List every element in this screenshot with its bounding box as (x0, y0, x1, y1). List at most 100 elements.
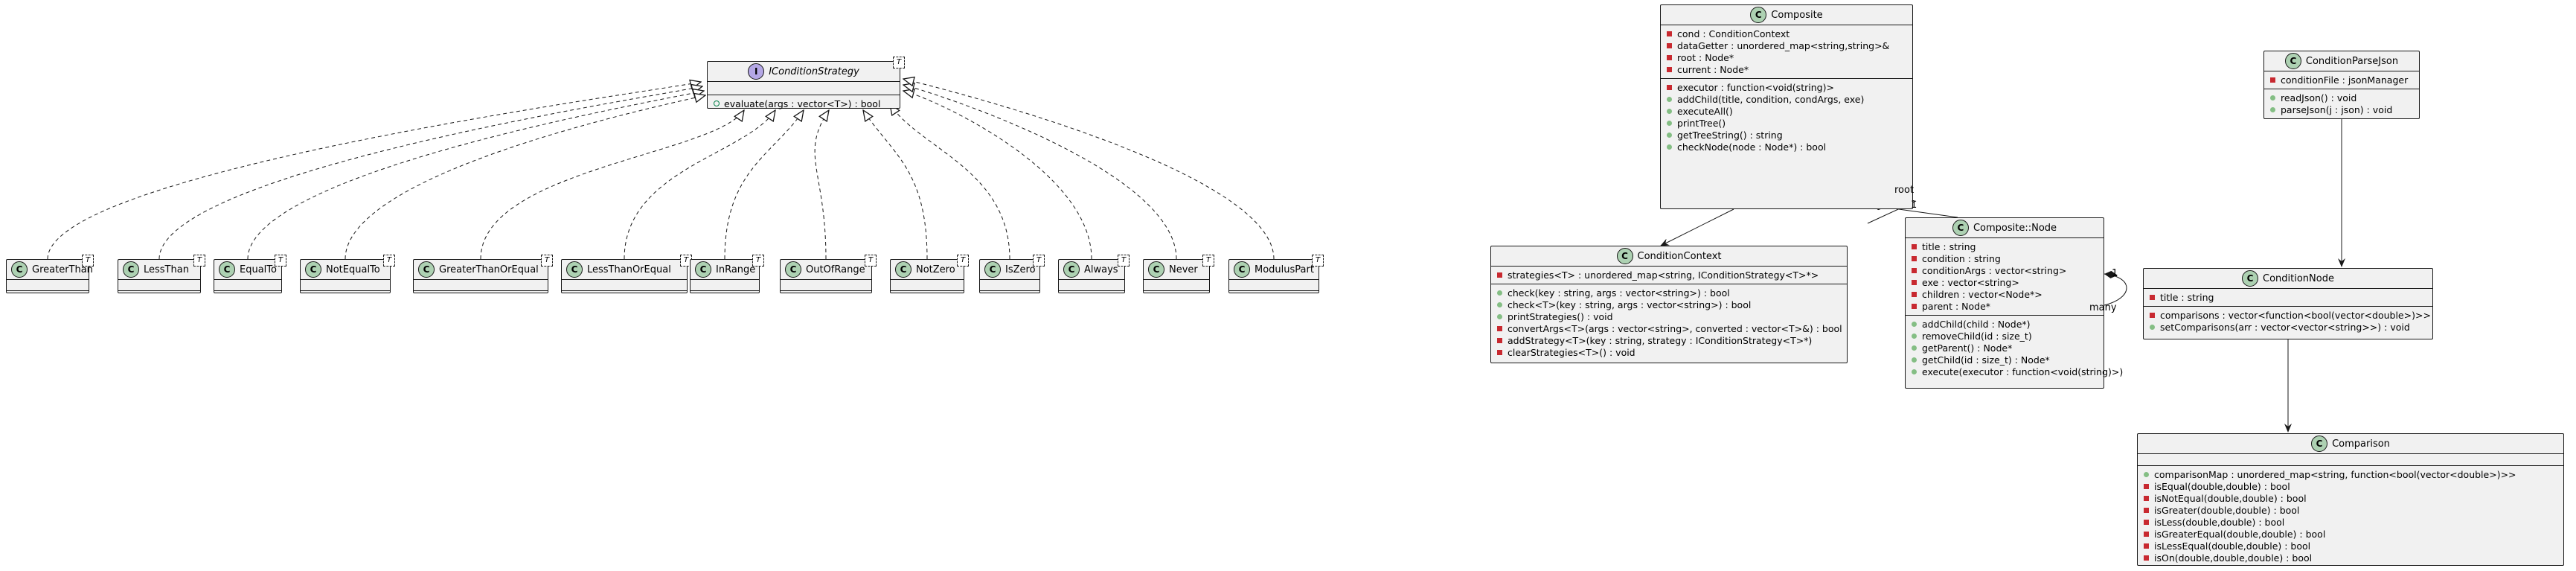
class-header: C NotEqualTo T (301, 255, 395, 279)
methods-section (414, 290, 548, 302)
field-row: conditionArgs : vector<string> (1910, 264, 2099, 276)
class-name: Never (1169, 264, 1198, 275)
class-notzero[interactable]: C NotZero T (890, 255, 969, 293)
private-visibility-icon (1665, 55, 1673, 60)
class-always[interactable]: C Always T (1058, 255, 1130, 293)
field-text: current : Node* (1677, 63, 1749, 75)
method-row: isLessEqual(double,double) : bool (2142, 540, 2559, 552)
template-param: T (275, 255, 286, 267)
realization-line (724, 110, 804, 260)
method-row: convertArgs<T>(args : vector<string>, co… (1496, 322, 1842, 334)
method-text: isEqual(double,double) : bool (2154, 480, 2290, 492)
private-visibility-icon (1665, 43, 1673, 48)
method-text: comparisons : vector<function<bool(vecto… (2160, 309, 2431, 321)
class-name: NotEqualTo (326, 264, 380, 275)
method-text: comparisonMap : unordered_map<string, fu… (2154, 468, 2516, 480)
private-visibility-icon (2142, 496, 2150, 501)
class-moduluspart[interactable]: C ModulusPart T (1228, 255, 1324, 293)
fields-section (301, 279, 390, 290)
private-visibility-icon (1910, 304, 1918, 309)
class-badge-icon: C (2242, 270, 2259, 287)
class-inrange[interactable]: C InRange T (690, 255, 764, 293)
private-visibility-icon (1665, 67, 1673, 72)
class-badge-icon: C (2311, 436, 2328, 452)
realization-line (345, 95, 705, 260)
association-line (1660, 208, 1734, 246)
class-badge-icon: C (1616, 248, 1633, 264)
method-row: isGreaterEqual(double,double) : bool (2142, 528, 2559, 540)
class-name: GreaterThan (32, 264, 93, 275)
class-name: Always (1084, 264, 1118, 275)
class-notequalto[interactable]: C NotEqualTo T (300, 255, 395, 293)
class-badge-icon: C (1750, 7, 1767, 23)
realization-line (47, 82, 701, 260)
method-text: isGreater(double,double) : bool (2154, 504, 2300, 516)
method-text: clearStrategies<T>() : void (1508, 346, 1635, 358)
realization-line (890, 104, 1010, 260)
class-greaterthanorequal[interactable]: C GreaterThanOrEqual T (413, 255, 553, 293)
methods-section (562, 290, 687, 302)
methods-section (7, 290, 89, 302)
class-header: C ConditionContext (1491, 246, 1847, 266)
method-row: addChild(title, condition, condArgs, exe… (1665, 93, 1908, 105)
class-badge-icon: C (11, 261, 28, 278)
fields-section (562, 279, 687, 290)
methods-section: addChild(child : Node*)removeChild(id : … (1906, 315, 2123, 380)
method-row: clearStrategies<T>() : void (1496, 346, 1842, 358)
class-comparison[interactable]: C Comparison comparisonMap : unordered_m… (2137, 433, 2564, 566)
self-multiplicity-one-label: 1 (2112, 268, 2118, 279)
class-header: C ConditionNode (2144, 269, 2432, 288)
realization-line (903, 79, 1275, 260)
class-outofrange[interactable]: C OutOfRange T (780, 255, 877, 293)
class-name: ModulusPart (1255, 264, 1314, 275)
class-greaterthan[interactable]: C GreaterThan T (6, 255, 94, 293)
class-header: C GreaterThanOrEqual T (414, 255, 553, 279)
class-lessthan[interactable]: C LessThan T (118, 255, 205, 293)
method-text: execute(executor : function<void(string)… (1922, 366, 2124, 377)
public-visibility-icon (1496, 302, 1504, 307)
class-lessthanorequal[interactable]: C LessThanOrEqual T (561, 255, 692, 293)
method-text: getChild(id : size_t) : Node* (1922, 354, 2050, 366)
realization-line (158, 86, 702, 260)
fields-section (1229, 279, 1319, 290)
field-row: root : Node* (1665, 51, 1908, 63)
private-visibility-icon (1910, 256, 1918, 261)
class-never[interactable]: C Never T (1143, 255, 1214, 293)
class-name: Composite::Node (1973, 222, 2057, 234)
class-iszero[interactable]: C IsZero T (979, 255, 1045, 293)
private-visibility-icon (2142, 543, 2150, 549)
private-visibility-icon (2142, 532, 2150, 537)
method-row: setComparisons(arr : vector<vector<strin… (2148, 321, 2428, 333)
public-visibility-icon (1910, 334, 1918, 339)
class-conditionparsejson[interactable]: C ConditionParseJson conditionFile : jso… (2263, 51, 2420, 119)
method-row: addChild(child : Node*) (1910, 318, 2099, 330)
field-text: parent : Node* (1922, 300, 1991, 312)
template-param: T (752, 255, 764, 267)
methods-section (118, 290, 200, 302)
public-visibility-icon (2269, 107, 2277, 112)
private-visibility-icon (2142, 484, 2150, 489)
class-name: IConditionStrategy (769, 66, 859, 77)
methods-section (891, 290, 964, 302)
class-header: C Composite::Node (1906, 218, 2104, 237)
template-param: T (957, 255, 969, 267)
class-conditionnode[interactable]: C ConditionNode title : string compariso… (2143, 268, 2433, 339)
method-row: evaluate(args : vector<T>) : bool (712, 98, 895, 109)
class-header: C ModulusPart T (1229, 255, 1324, 279)
method-text: addChild(child : Node*) (1922, 318, 2031, 330)
field-text: children : vector<Node*> (1922, 288, 2042, 300)
template-param: T (1312, 255, 1324, 267)
method-text: parseJson(j : json) : void (2281, 103, 2393, 115)
class-equalto[interactable]: C EqualTo T (214, 255, 286, 293)
class-badge-icon: C (895, 261, 911, 278)
interface-iconditionstrategy[interactable]: I IConditionStrategy T evaluate(args : v… (707, 57, 905, 109)
class-header: C Never T (1144, 255, 1214, 279)
realization-line (903, 85, 1177, 260)
class-conditioncontext[interactable]: C ConditionContext strategies<T> : unord… (1490, 246, 1848, 363)
